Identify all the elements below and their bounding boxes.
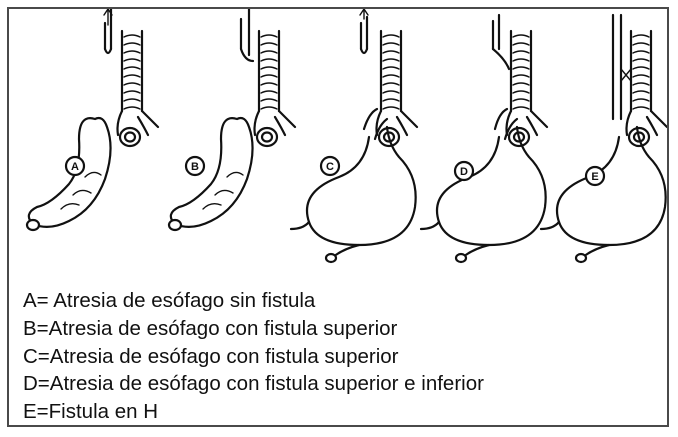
panel-d-drawing: [421, 15, 547, 262]
svg-text:D: D: [460, 166, 468, 178]
svg-text:B: B: [191, 161, 199, 173]
panel-c-drawing: [291, 9, 417, 262]
legend-item-d: D=Atresia de esófago con fistula superio…: [23, 370, 484, 398]
panel-b-drawing: [169, 9, 295, 230]
label-b: B: [186, 157, 204, 175]
esophageal-atresia-diagram: A B C D E: [9, 9, 667, 279]
label-a: A: [66, 157, 84, 175]
legend-item-e: E=Fistula en H: [23, 398, 484, 426]
panel-a-drawing: [27, 9, 158, 230]
legend-item-b: B=Atresia de esófago con fistula superio…: [23, 315, 484, 343]
label-d: D: [455, 162, 473, 180]
label-e: E: [586, 167, 604, 185]
label-c: C: [321, 157, 339, 175]
svg-text:E: E: [591, 171, 598, 183]
figure-frame: A B C D E A= Atresia de esófago sin fist…: [7, 7, 669, 427]
svg-text:C: C: [326, 161, 334, 173]
panel-e-drawing: [541, 15, 667, 262]
legend-item-a: A= Atresia de esófago sin fistula: [23, 287, 484, 315]
svg-text:A: A: [71, 161, 79, 173]
legend: A= Atresia de esófago sin fistula B=Atre…: [23, 287, 484, 426]
legend-item-c: C=Atresia de esófago con fistula superio…: [23, 343, 484, 371]
